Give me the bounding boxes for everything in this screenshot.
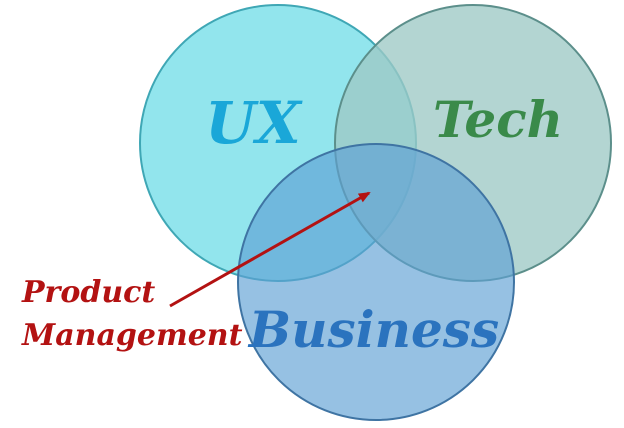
annotation-line-1: Product (21, 275, 155, 310)
ux-label: UX (205, 89, 303, 157)
business-label: Business (247, 300, 499, 359)
business-circle (237, 143, 515, 421)
annotation-line-2: Management (21, 318, 243, 353)
tech-label: Tech (433, 90, 563, 149)
annotation-arrow (169, 191, 371, 308)
